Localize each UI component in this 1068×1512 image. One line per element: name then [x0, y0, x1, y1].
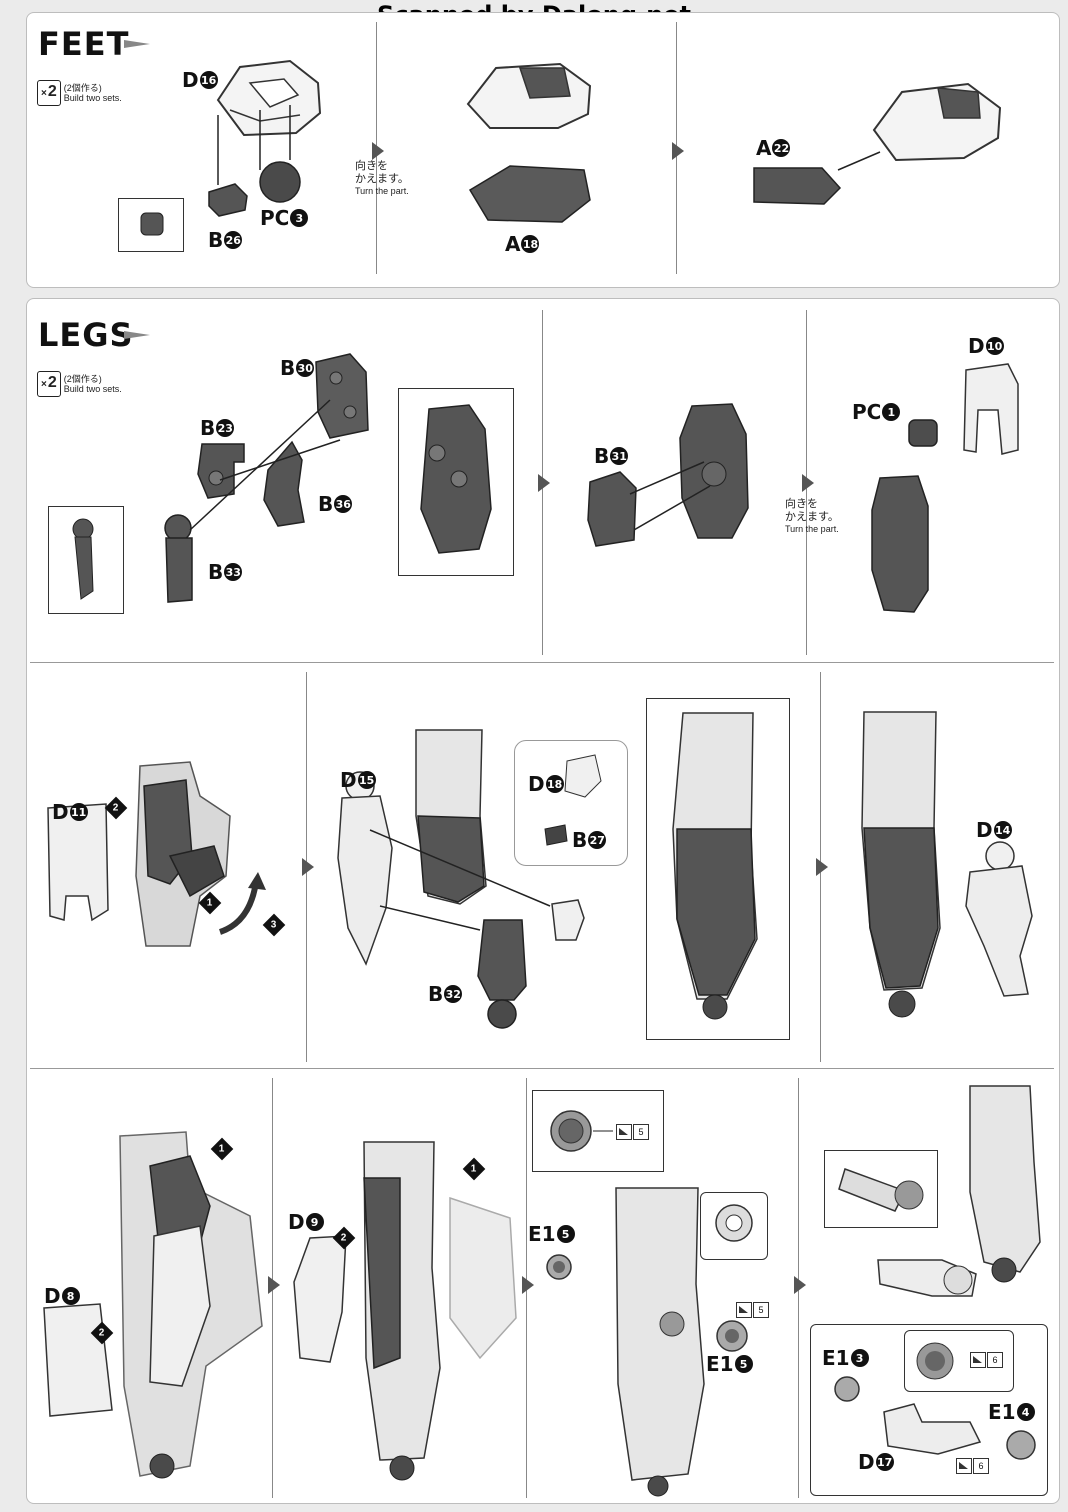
detail-callout-box: [118, 198, 184, 252]
quantity-box: ×2: [37, 371, 61, 397]
part-d14-illustration: [965, 841, 1033, 997]
d17-knee-piece-illustration: [883, 1403, 982, 1455]
assembled-preview-box: [398, 388, 514, 576]
step-arrow-icon: [302, 858, 314, 876]
rotation-arrow-icon: [218, 872, 266, 935]
step-arrow-icon: [794, 1276, 806, 1294]
leg-knee-armor-illustration: [119, 1131, 263, 1479]
step-arrow-icon: [522, 1276, 534, 1294]
legs-build-two-badge: ×2 (2個作る) Build two sets.: [37, 368, 122, 400]
step-arrow-icon: [816, 858, 828, 876]
part-pc3-illustration: [259, 161, 301, 203]
sticker-ref-6: 6: [956, 1458, 989, 1474]
part-e14-polycap-illustration: [1006, 1430, 1036, 1460]
part-d17-illustration: [877, 1259, 977, 1297]
detail-callout-bubble: [514, 740, 628, 866]
leg-frame-illustration: [415, 729, 487, 905]
part-d11-illustration: [47, 803, 109, 922]
part-d10-illustration: [963, 363, 1019, 455]
part-b36-illustration: [263, 440, 305, 527]
part-a22-illustration: [753, 151, 881, 205]
badge-ja: (2個作る): [63, 374, 102, 384]
step-arrow-icon: [268, 1276, 280, 1294]
detail-callout-box: [824, 1150, 938, 1228]
leg-frame-illustration: [679, 403, 749, 539]
leg-assembled-illustration: [861, 711, 941, 1018]
step-arrow-icon: [672, 142, 684, 160]
feet-build-two-badge: ×2 (2個作る) Build two sets.: [37, 77, 122, 109]
leg-knee-illustration: [135, 761, 231, 947]
part-b23-illustration: [197, 443, 245, 499]
leg-assembled-illustration: [615, 1187, 705, 1497]
turn-part-note: 向きを かえます。 Turn the part.: [785, 498, 839, 534]
step-arrow-icon: [372, 142, 384, 160]
assembly-line-icon: [189, 399, 341, 531]
assembly-line-icon: [369, 829, 551, 931]
part-b18-assembly-illustration: [551, 899, 585, 941]
assembly-line-icon: [629, 461, 711, 531]
sticker-ref-6: 6: [970, 1352, 1003, 1368]
assembly-line-icon: [217, 105, 291, 185]
detail-callout-box: [48, 506, 124, 614]
part-d8-illustration: [43, 1303, 113, 1417]
part-b32-illustration: [477, 919, 527, 1029]
part-d9-illustration: [293, 1235, 347, 1363]
step-arrow-icon: [802, 474, 814, 492]
sticker-ref-5: 5: [736, 1302, 769, 1318]
part-pc1-illustration: [908, 419, 938, 447]
leg-frame-illustration: [871, 475, 929, 613]
part-b33-illustration: [164, 514, 193, 603]
legs-section-title: LEGS: [38, 316, 134, 354]
feet-section-title: FEET: [38, 25, 130, 63]
assembled-preview-box: [646, 698, 790, 1040]
turn-part-note: 向きを かえます。 Turn the part.: [355, 160, 409, 196]
part-b26-illustration: [208, 183, 248, 217]
feet-title-arrow-icon: [124, 40, 150, 48]
part-e13-polycap-illustration: [834, 1376, 860, 1402]
part-b31-illustration: [587, 471, 637, 547]
step-arrow-icon: [538, 474, 550, 492]
row-divider: [30, 1068, 1054, 1069]
sticker-ref-5: 5: [616, 1124, 649, 1140]
badge-en: Build two sets.: [63, 384, 122, 394]
detail-callout-box: [700, 1192, 768, 1260]
leg-assembled-illustration: [363, 1141, 517, 1481]
quantity-box: ×2: [37, 80, 61, 106]
part-e15-polycap-illustration: [546, 1254, 572, 1280]
row-divider: [30, 662, 1054, 663]
badge-en: Build two sets.: [63, 93, 122, 103]
badge-ja: (2個作る): [63, 83, 102, 93]
leg-assembled-illustration: [969, 1085, 1041, 1283]
legs-title-arrow-icon: [124, 331, 150, 339]
foot-base-illustration: [468, 165, 591, 223]
foot-assembled-illustration: [872, 82, 1002, 162]
part-e15-polycap-illustration: [716, 1320, 748, 1352]
foot-shell-illustration: [466, 62, 592, 129]
